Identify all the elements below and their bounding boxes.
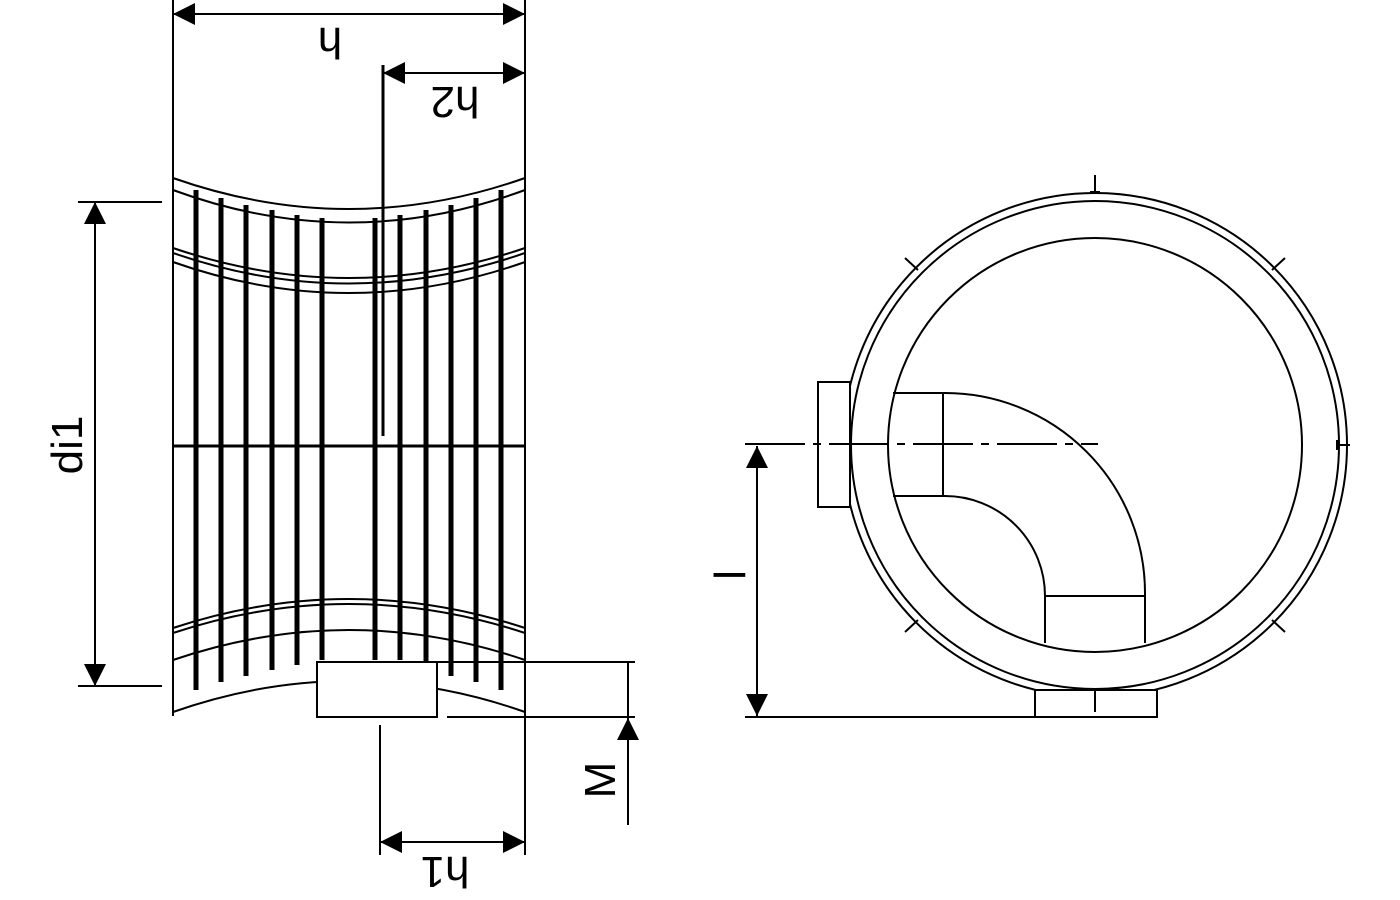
dim-label-di1: di1: [43, 416, 92, 475]
reinforcement-bars: [193, 190, 504, 690]
dim-label-h1: h1: [421, 847, 470, 896]
dim-label-l: l: [706, 570, 755, 580]
dim-label-h2: h2: [431, 77, 480, 126]
side-view: [78, 0, 639, 855]
front-view: [745, 175, 1350, 718]
dim-label-M: M: [576, 762, 625, 799]
dim-label-h: h: [318, 18, 342, 67]
